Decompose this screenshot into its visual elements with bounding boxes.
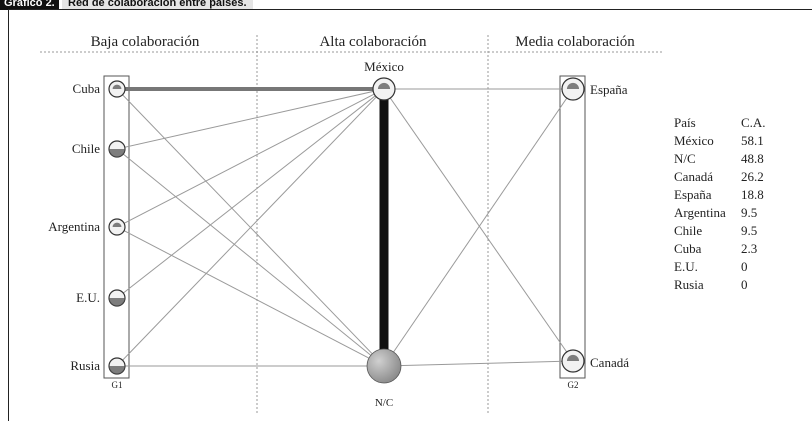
- node-label-canada: Canadá: [590, 355, 629, 370]
- node-label-mexico: México: [364, 59, 404, 74]
- flag-argentina-icon: [108, 218, 126, 236]
- node-label-nc: N/C: [375, 397, 393, 409]
- group-box-g2: [559, 75, 586, 379]
- table-cell-ca: 9.5: [741, 223, 757, 238]
- table-cell-ca: 9.5: [741, 205, 757, 220]
- table-cell-country: México: [674, 133, 714, 148]
- table-cell-country: E.U.: [674, 259, 698, 274]
- table-cell-country: Canadá: [674, 169, 713, 184]
- edge-nc-canada: [383, 360, 574, 367]
- table-cell-ca: 26.2: [741, 169, 764, 184]
- node-label-eu: E.U.: [76, 290, 100, 305]
- flag-cuba-icon: [108, 80, 126, 98]
- flag-russia-icon: [108, 357, 126, 375]
- table-header-country: País: [674, 115, 696, 130]
- edge-chile-mexico: [116, 88, 385, 150]
- edge-argentina-mexico: [116, 88, 385, 228]
- column-title-high: Alta colaboración: [319, 34, 427, 50]
- node-label-argentina: Argentina: [48, 219, 100, 234]
- table-cell-country: Chile: [674, 223, 702, 238]
- edge-mexico-canada: [383, 88, 574, 362]
- node-label-rusia: Rusia: [70, 358, 100, 373]
- edge-rusia-mexico: [116, 88, 385, 367]
- flag-usa-icon: [108, 289, 126, 307]
- table-header-ca: C.A.: [741, 115, 766, 130]
- frame-top-border: [8, 9, 812, 10]
- table-cell-country: Rusia: [674, 277, 704, 292]
- group-label-g1: G1: [112, 380, 123, 390]
- table-cell-country: Cuba: [674, 241, 702, 256]
- node-label-chile: Chile: [72, 141, 100, 156]
- figure-label: Gráfico 2.: [0, 0, 59, 10]
- node-label-espana: España: [590, 82, 628, 97]
- collaboration-table: País C.A. México 58.1 N/C 48.8 Canadá 26…: [674, 115, 766, 292]
- flag-chile-icon: [108, 140, 126, 158]
- flag-spain-icon: [561, 77, 585, 101]
- figure-header: Gráfico 2. Red de colaboración entre paí…: [0, 0, 812, 10]
- edge-argentina-nc: [116, 226, 385, 367]
- table-cell-ca: 2.3: [741, 241, 757, 256]
- edge-eu-mexico: [116, 88, 385, 299]
- flag-canada-icon: [561, 349, 585, 373]
- column-title-low: Baja colaboración: [91, 34, 200, 50]
- edge-chile-nc: [116, 148, 385, 367]
- frame-left-border: [8, 9, 9, 421]
- node-layer: [108, 77, 585, 384]
- table-cell-country: Argentina: [674, 205, 726, 220]
- edge-layer: [116, 87, 574, 367]
- column-title-medium: Media colaboración: [515, 34, 635, 50]
- group-box-g1: [103, 75, 130, 379]
- table-cell-country: España: [674, 187, 712, 202]
- table-cell-ca: 48.8: [741, 151, 764, 166]
- flag-mexico-icon: [372, 77, 396, 101]
- table-cell-country: N/C: [674, 151, 696, 166]
- table-cell-ca: 18.8: [741, 187, 764, 202]
- node-label-cuba: Cuba: [73, 81, 101, 96]
- edge-nc-espana: [383, 88, 574, 367]
- table-cell-ca: 58.1: [741, 133, 764, 148]
- figure-title: Red de colaboración entre países.: [62, 0, 253, 10]
- sphere-icon: [366, 348, 402, 384]
- table-cell-ca: 0: [741, 259, 748, 274]
- table-cell-ca: 0: [741, 277, 748, 292]
- group-label-g2: G2: [568, 380, 579, 390]
- column-dividers: [40, 35, 662, 415]
